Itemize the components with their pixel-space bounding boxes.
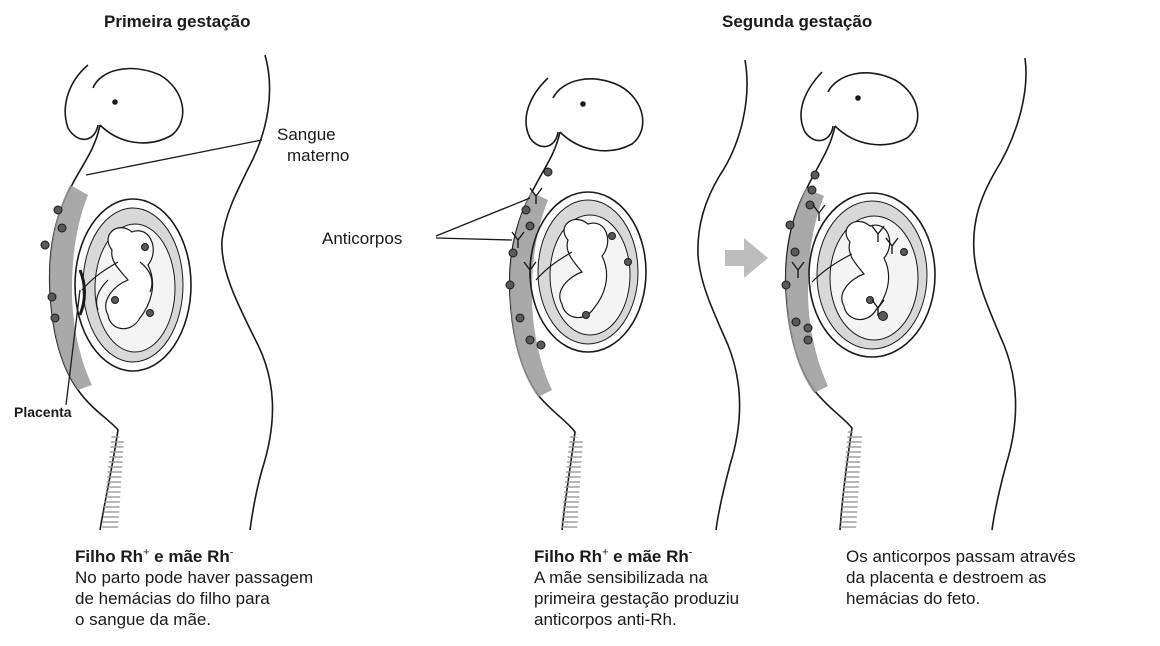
caption-line: A mãe sensibilizada na <box>534 567 739 588</box>
figure-second-pregnancy-b <box>782 58 1026 530</box>
breast-right <box>553 79 643 151</box>
label-maternal-blood-line2: materno <box>277 145 349 166</box>
caption-line: hemácias do feto. <box>846 588 1076 609</box>
label-maternal-blood: Sangue materno <box>277 124 349 166</box>
caption-line: Os anticorpos passam através <box>846 546 1076 567</box>
nipple <box>856 96 860 100</box>
breast-left <box>526 78 558 147</box>
nipple <box>113 100 117 104</box>
body-outline-back <box>974 58 1026 530</box>
label-placenta: Placenta <box>14 404 72 420</box>
nipple <box>581 102 585 106</box>
caption-panel-2-title: Filho Rh+ e mãe Rh- <box>534 546 739 567</box>
breast-left <box>65 65 98 139</box>
body-outline-back <box>698 60 747 530</box>
label-antibodies: Anticorpos <box>322 228 402 249</box>
breast-left <box>801 72 833 141</box>
caption-title-part: e mãe Rh <box>608 547 688 566</box>
caption-panel-2: Filho Rh+ e mãe Rh- A mãe sensibilizada … <box>534 546 739 630</box>
breast-right <box>93 69 183 143</box>
maternal-blood-pointer <box>86 140 262 175</box>
heading-second-pregnancy: Segunda gestação <box>722 12 872 32</box>
caption-line: o sangue da mãe. <box>75 609 313 630</box>
placenta <box>80 270 85 315</box>
superscript: - <box>230 546 234 558</box>
leg-shade <box>561 434 583 530</box>
caption-line: anticorpos anti-Rh. <box>534 609 739 630</box>
caption-line: No parto pode haver passagem <box>75 567 313 588</box>
breast-right <box>828 73 918 145</box>
caption-line: primeira gestação produziu <box>534 588 739 609</box>
figure-first-pregnancy <box>41 55 273 530</box>
transition-arrow <box>725 238 768 278</box>
leg-shade <box>840 430 862 530</box>
caption-title-part: Filho Rh <box>75 547 143 566</box>
figure-second-pregnancy-a <box>436 60 747 530</box>
antibody-pointer-lower <box>436 238 512 240</box>
caption-panel-1: Filho Rh+ e mãe Rh- No parto pode haver … <box>75 546 313 630</box>
body-outline-back <box>222 55 273 530</box>
caption-line: de hemácias do filho para <box>75 588 313 609</box>
label-maternal-blood-line1: Sangue <box>277 124 349 145</box>
caption-title-part: e mãe Rh <box>149 547 229 566</box>
caption-line: da placenta e destroem as <box>846 567 1076 588</box>
heading-first-pregnancy: Primeira gestação <box>104 12 250 32</box>
caption-panel-3: Os anticorpos passam através da placenta… <box>846 546 1076 609</box>
caption-panel-1-title: Filho Rh+ e mãe Rh- <box>75 546 313 567</box>
leg-shade <box>102 432 124 530</box>
superscript: - <box>689 546 693 558</box>
caption-title-part: Filho Rh <box>534 547 602 566</box>
